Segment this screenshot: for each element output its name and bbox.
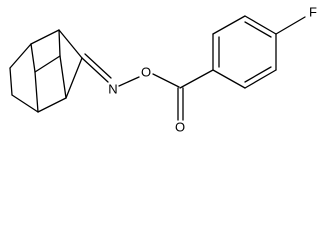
bond-cage-7 [65,57,83,99]
atom-label-n: N [108,82,117,97]
atom-label-o-ester: O [141,65,151,80]
bond-cage-11 [59,55,67,99]
carbonyl-ring-bond [179,69,214,89]
bond-cage-5 [11,94,39,113]
atom-label-o-carbonyl: O [175,120,185,135]
benzene-ring [212,15,277,89]
n-o-bond [118,76,140,87]
adamantane-cage [9,29,83,113]
bond-cage-10 [58,29,61,57]
c-f-bond [275,16,306,35]
structure-canvas: N O O F [9,5,317,135]
molecule-diagram: N O O F [9,5,317,135]
bond-cage-12 [34,71,39,113]
bond-cage-1 [30,29,60,45]
imine-double-bond [81,53,112,83]
bond-cage-6 [37,97,67,113]
bond-cage-2 [58,29,83,59]
bond-cage-3 [9,43,32,69]
bond-cage-8 [30,43,36,73]
o-carbonyl-bond [152,73,180,88]
carbonyl-double-bond [177,87,184,121]
atom-label-f: F [309,5,317,20]
bond-cage-4 [9,67,13,96]
bond-cage-9 [34,55,61,73]
